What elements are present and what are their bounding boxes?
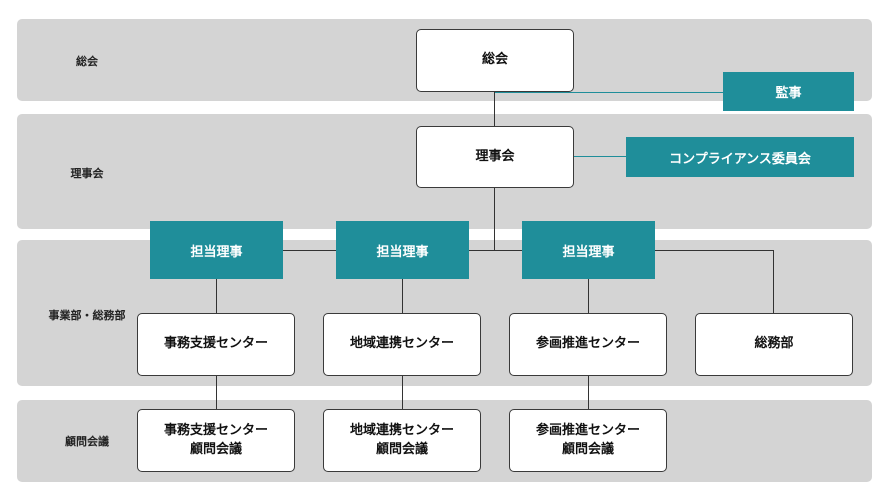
node-komon-jimu: 事務支援センター 顧問会議 <box>137 409 295 472</box>
node-tanto-2: 担当理事 <box>336 221 469 279</box>
node-sokai: 総会 <box>416 29 574 92</box>
line-center2-komon2 <box>402 376 403 410</box>
line-sokai-rijikai <box>494 92 495 126</box>
band-label-sokai: 総会 <box>76 55 98 68</box>
line-compliance <box>573 156 626 157</box>
node-kanji: 監事 <box>723 72 854 111</box>
node-center-sankaku: 参画推進センター <box>509 313 667 376</box>
band-label-komon: 顧問会議 <box>65 435 109 448</box>
line-kanji <box>495 92 723 93</box>
node-compliance: コンプライアンス委員会 <box>626 137 854 177</box>
line-tanto1-center1 <box>216 279 217 314</box>
node-center-jimu: 事務支援センター <box>137 313 295 376</box>
node-somubu: 総務部 <box>695 313 853 376</box>
node-komon-chiiki: 地域連携センター 顧問会議 <box>323 409 481 472</box>
node-komon-sankaku: 参画推進センター 顧問会議 <box>509 409 667 472</box>
node-tanto-1: 担当理事 <box>150 221 283 279</box>
line-tanto2-center2 <box>402 279 403 314</box>
line-somubu-drop <box>773 250 774 314</box>
band-label-jigyobu: 事業部・総務部 <box>48 309 126 322</box>
line-rijikai-down <box>494 187 495 251</box>
node-tanto-3: 担当理事 <box>522 221 655 279</box>
line-center3-komon3 <box>588 376 589 410</box>
band-label-rijikai: 理事会 <box>70 167 104 180</box>
line-center1-komon1 <box>216 376 217 410</box>
node-center-chiiki: 地域連携センター <box>323 313 481 376</box>
node-rijikai: 理事会 <box>416 126 574 188</box>
line-tanto3-center3 <box>588 279 589 314</box>
